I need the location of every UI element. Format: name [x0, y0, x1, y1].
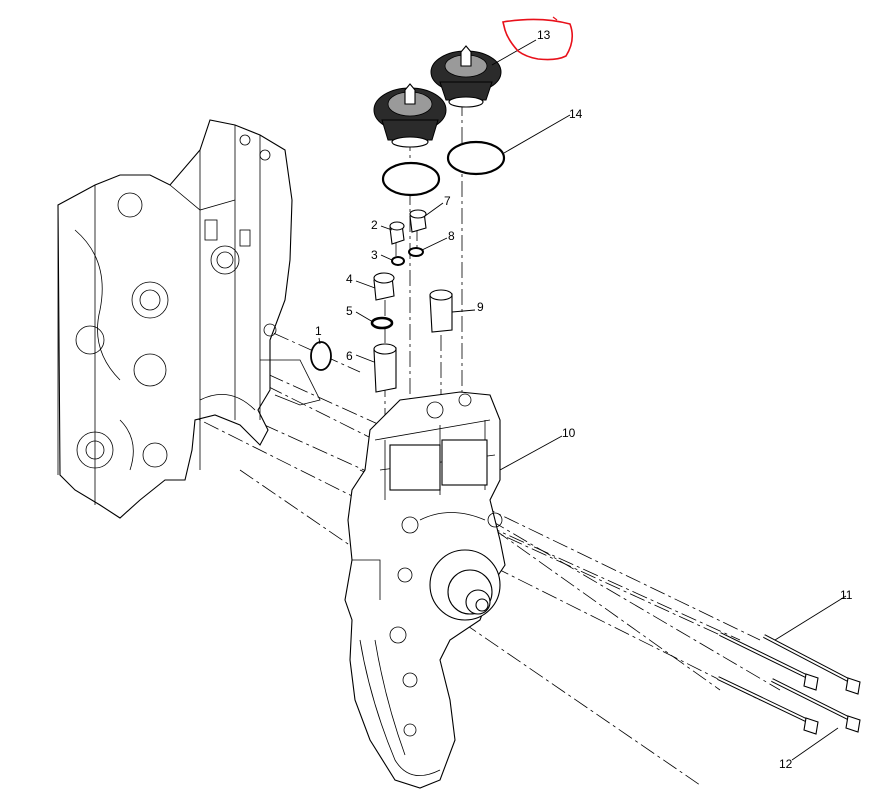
callout-14: 14 [569, 107, 583, 121]
callout-12: 12 [779, 757, 793, 771]
callout-13: 13 [537, 28, 551, 42]
thermostat-right [430, 45, 502, 108]
callout-labels: 1 2 3 4 5 6 7 8 9 10 11 12 13 14 [315, 28, 853, 771]
callout-2: 2 [371, 218, 378, 232]
callout-7: 7 [444, 194, 451, 208]
o-ring-5 [370, 316, 394, 330]
seal-ring-right [446, 140, 506, 176]
callout-3: 3 [371, 248, 378, 262]
o-ring-8 [408, 247, 424, 257]
bolt-upper-left [719, 632, 819, 691]
o-ring-3 [391, 256, 405, 266]
engine-block [57, 119, 321, 519]
plug-2 [389, 221, 405, 245]
sleeve-9 [429, 289, 453, 333]
o-ring-1 [310, 341, 332, 371]
bolt-upper-right [763, 634, 861, 695]
plug-4 [373, 272, 395, 301]
leader-lines [318, 39, 847, 761]
thermostat-left [373, 83, 447, 148]
callout-5: 5 [346, 304, 353, 318]
callout-8: 8 [448, 229, 455, 243]
callout-11: 11 [840, 588, 853, 602]
bolt-lower-left [717, 676, 819, 735]
seal-ring-left [381, 161, 441, 197]
callout-1: 1 [315, 324, 322, 338]
callout-13-highlight [502, 16, 574, 61]
callout-4: 4 [346, 272, 353, 286]
callout-9: 9 [477, 300, 484, 314]
callout-6: 6 [346, 349, 353, 363]
sleeve-6 [373, 343, 397, 393]
callout-10: 10 [562, 426, 576, 440]
plug-7 [409, 209, 427, 233]
bolt-lower-right [771, 678, 861, 733]
water-pump-housing [344, 391, 506, 789]
